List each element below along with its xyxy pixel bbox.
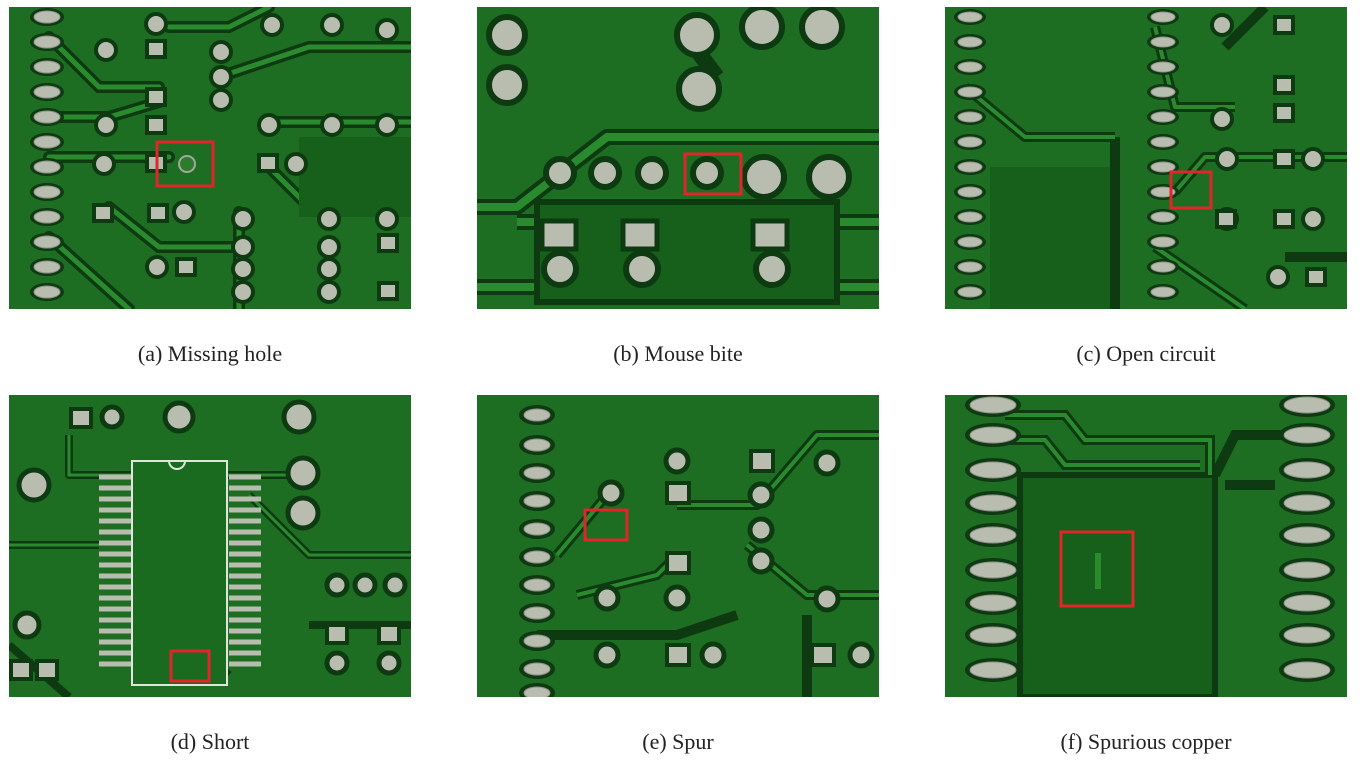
defect-box-b (683, 152, 743, 196)
pcb-board-c (945, 7, 1347, 309)
caption-f: (f) Spurious copper (1060, 729, 1232, 754)
pcb-image-mouse-bite (477, 7, 879, 309)
defect-box-f (1059, 530, 1135, 608)
defect-box-a (155, 140, 215, 188)
caption-a: (a) Missing hole (137, 341, 283, 366)
pcb-image-missing-hole (9, 7, 411, 309)
pcb-image-spurious-copper (945, 395, 1347, 697)
pcb-board-e (477, 395, 879, 697)
defect-box-d (169, 649, 211, 683)
caption-b: (b) Mouse bite (613, 341, 743, 366)
defect-box-e (583, 508, 629, 542)
pcb-image-short (9, 395, 411, 697)
pcb-board-b (477, 7, 879, 309)
caption-d: (d) Short (170, 729, 250, 754)
pcb-image-open-circuit (945, 7, 1347, 309)
caption-c: (c) Open circuit (1076, 341, 1216, 366)
pcb-image-spur (477, 395, 879, 697)
pcb-board-f (945, 395, 1347, 697)
pcb-board-a (9, 7, 411, 309)
defect-box-c (1169, 170, 1213, 210)
caption-e: (e) Spur (642, 729, 714, 754)
pcb-board-d (9, 395, 411, 697)
